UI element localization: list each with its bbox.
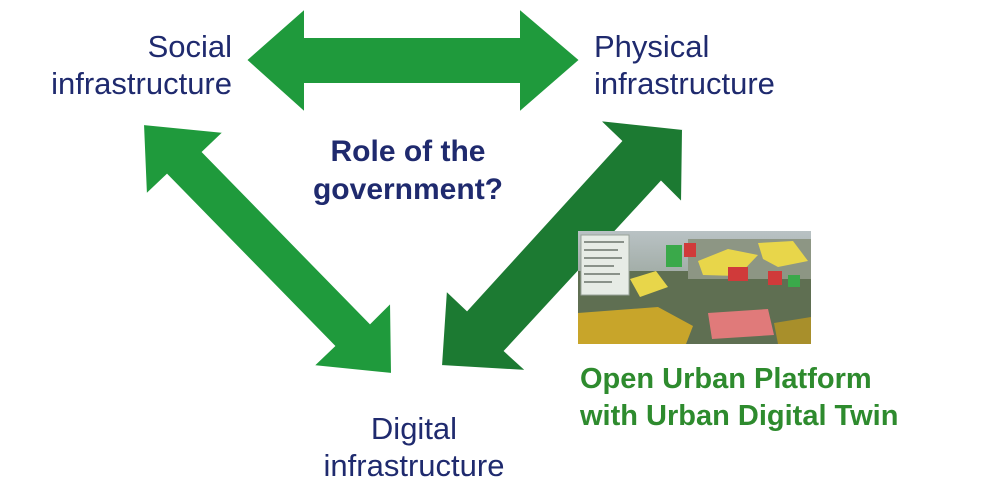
physical-infrastructure-label: Physical infrastructure [594,29,775,102]
arrow-social-physical [244,5,582,116]
center-question: Role of the government? [312,135,504,206]
city-model-icon [578,231,811,344]
urban-digital-twin-thumbnail [578,231,811,344]
open-urban-platform-caption: Open Urban Platform with Urban Digital T… [580,363,899,433]
arrow-physical-digital [439,118,685,373]
arrow-social-digital [141,122,394,376]
digital-infrastructure-label: Digital infrastructure [323,411,505,484]
social-infrastructure-label: Social infrastructure [51,29,232,102]
